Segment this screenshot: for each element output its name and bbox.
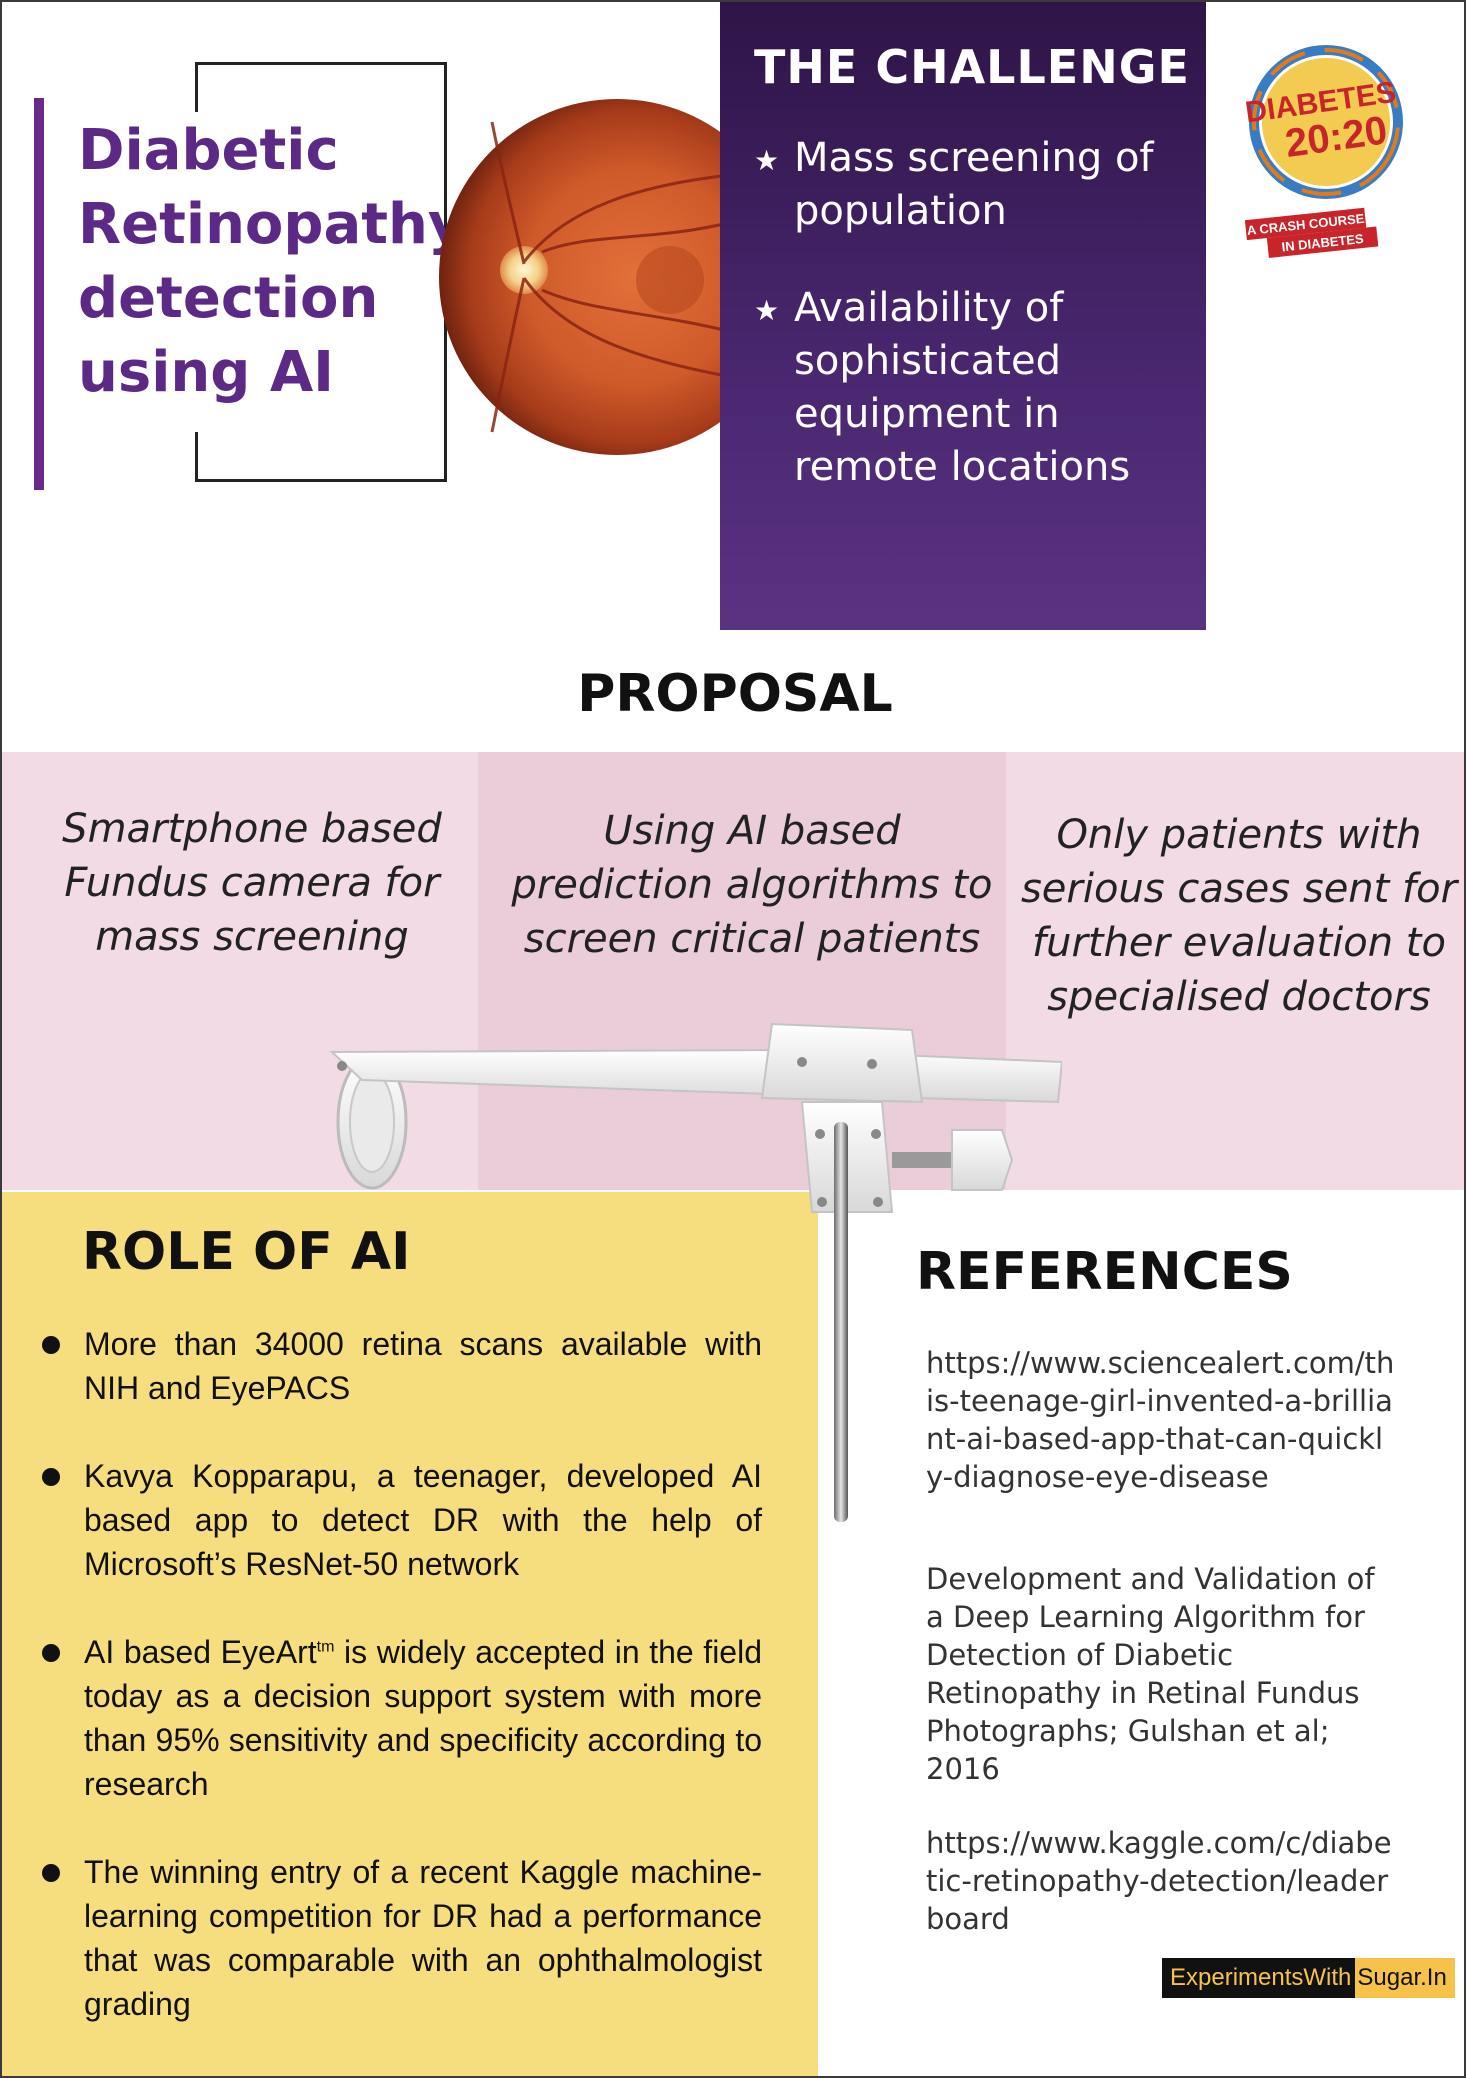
challenge-item: ★ Availability of sophisticated equipment… xyxy=(754,282,1184,494)
star-icon: ★ xyxy=(754,144,780,177)
proposal-column xyxy=(1006,752,1464,1190)
proposal-item: Only patients with serious cases sent fo… xyxy=(1020,812,1458,1020)
role-list: More than 34000 retina scans available w… xyxy=(42,1322,762,2070)
role-item: More than 34000 retina scans available w… xyxy=(42,1322,762,1410)
references-heading: REFERENCES xyxy=(916,1242,1293,1302)
poster-title: Diabetic Retinopathy detection using AI xyxy=(78,118,465,405)
role-item: AI based EyeArttm is widely accepted in … xyxy=(42,1630,762,1806)
badge-part-2: Sugar.In xyxy=(1355,1958,1455,1998)
star-icon: ★ xyxy=(754,294,780,327)
bullet-icon xyxy=(42,1336,60,1354)
role-item-text-pre: AI based EyeArt xyxy=(84,1634,317,1670)
smartphone-fundus-adapter-image xyxy=(329,1022,1062,1522)
role-item-text: The winning entry of a recent Kaggle mac… xyxy=(84,1854,762,2022)
bullet-icon xyxy=(42,1864,60,1882)
role-item-text: Kavya Kopparapu, a teenager, developed A… xyxy=(84,1458,762,1582)
proposal-item: Smartphone based Fundus camera for mass … xyxy=(62,806,442,960)
proposal-item: Using AI based prediction algorithms to … xyxy=(511,808,993,962)
reference-citation: Development and Validation of a Deep Lea… xyxy=(926,1562,1375,1786)
bullet-icon xyxy=(42,1468,60,1486)
role-item: Kavya Kopparapu, a teenager, developed A… xyxy=(42,1454,762,1586)
trademark-mark: tm xyxy=(316,1638,335,1656)
proposal-heading: PROPOSAL xyxy=(577,664,893,724)
challenge-item-text: Availability of sophisticated equipment … xyxy=(794,285,1131,490)
retina-fundus-image xyxy=(439,99,795,455)
reference-link[interactable]: https://www.sciencealert.com/this-teenag… xyxy=(926,1346,1395,1494)
title-accent-bar xyxy=(34,98,44,490)
diabetes-2020-logo: DIABETES 20:20 A CRASH COURSE IN DIABETE… xyxy=(1243,45,1403,258)
challenge-item-text: Mass screening of population xyxy=(794,135,1154,234)
role-item-text-post: is widely accepted in the field today as… xyxy=(84,1634,763,1802)
challenge-panel: THE CHALLENGE ★ Mass screening of populat… xyxy=(720,2,1206,630)
proposal-column xyxy=(478,752,1006,1190)
challenge-list: ★ Mass screening of population ★ Availabil… xyxy=(754,132,1184,538)
badge-part-1: ExperimentsWith xyxy=(1162,1958,1356,1998)
challenge-item: ★ Mass screening of population xyxy=(754,132,1184,238)
challenge-heading: THE CHALLENGE xyxy=(754,40,1190,94)
bullet-icon xyxy=(42,1644,60,1662)
role-item-text: More than 34000 retina scans available w… xyxy=(84,1326,762,1406)
title-frame-tick xyxy=(195,62,198,112)
title-frame-tick xyxy=(195,432,198,482)
role-item: The winning entry of a recent Kaggle mac… xyxy=(42,1850,762,2026)
role-of-ai-panel: ROLE OF AI More than 34000 retina scans … xyxy=(2,1192,818,2076)
reference-link[interactable]: https://www.kaggle.com/c/diabetic-retino… xyxy=(926,1826,1392,1936)
role-heading: ROLE OF AI xyxy=(82,1222,411,1282)
